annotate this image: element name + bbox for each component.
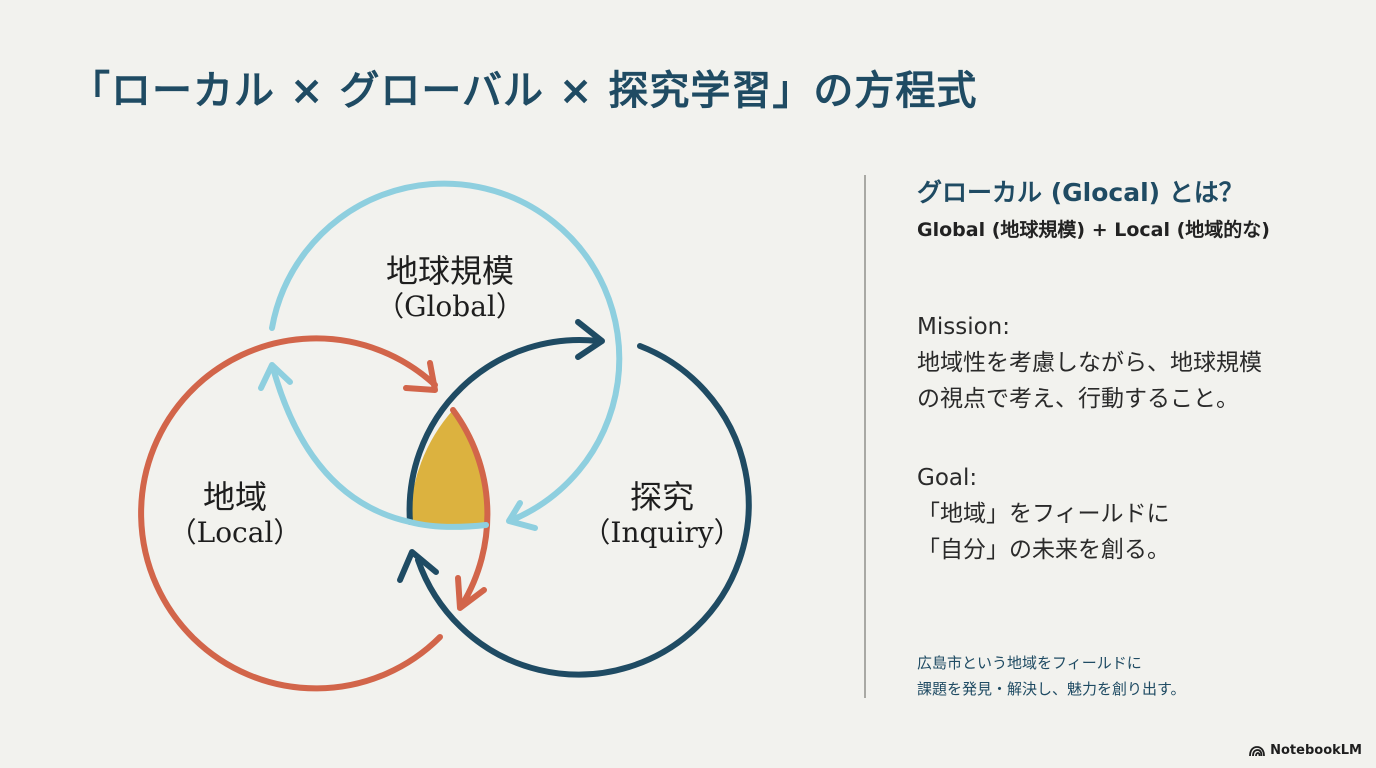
page-title: 「ローカル × グローバル × 探究学習」の方程式: [70, 68, 978, 114]
local-label-jp: 地域: [202, 478, 267, 516]
venn-diagram: 地球規模 （Global） 地域 （Local） 探究 （Inquiry）: [138, 180, 752, 692]
footnote-line: 広島市という地域をフィールドに: [917, 654, 1142, 672]
global-circle-label: 地球規模 （Global）: [350, 252, 550, 324]
glocal-definition-panel: グローカル (Glocal) とは？ Global (地球規模) + Local…: [917, 175, 1357, 245]
notebooklm-logo-icon: [1249, 745, 1266, 756]
mission-block: Mission: 地域性を考慮しながら、地球規模 の視点で考え、行動すること。: [917, 309, 1262, 417]
footnote-line: 課題を発見・解決し、魅力を創り出す。: [917, 680, 1186, 698]
brand-label: NotebookLM: [1270, 743, 1362, 758]
goal-line: 「自分」の未来を創る。: [917, 537, 1170, 563]
goal-block: Goal: 「地域」をフィールドに 「自分」の未来を創る。: [917, 460, 1170, 568]
intersection-region: [410, 410, 487, 526]
global-circle: [258, 180, 623, 531]
mission-line: 地域性を考慮しながら、地球規模: [917, 350, 1262, 376]
goal-line: 「地域」をフィールドに: [917, 501, 1170, 527]
inquiry-circle-label: 探究 （Inquiry）: [572, 478, 752, 550]
vertical-divider: [864, 175, 866, 698]
footnote: 広島市という地域をフィールドに 課題を発見・解決し、魅力を創り出す。: [917, 650, 1186, 702]
local-circle-label: 地域 （Local）: [150, 478, 320, 550]
inquiry-label-jp: 探究: [629, 478, 694, 516]
mission-line: の視点で考え、行動すること。: [917, 386, 1239, 412]
inquiry-circle: [397, 319, 752, 678]
notebooklm-brand: NotebookLM: [1249, 743, 1362, 758]
inquiry-label-en: （Inquiry）: [582, 516, 742, 550]
local-label-en: （Local）: [168, 516, 302, 550]
local-circle: [138, 335, 491, 692]
glocal-definition: Global (地球規模) + Local (地域的な): [917, 219, 1270, 241]
global-label-jp: 地球規模: [385, 252, 514, 290]
mission-heading: Mission:: [917, 314, 1010, 340]
goal-heading: Goal:: [917, 465, 978, 491]
venn-diagram-graphic: [138, 180, 752, 692]
global-label-en: （Global）: [376, 290, 524, 324]
glocal-heading: グローカル (Glocal) とは？: [917, 178, 1244, 207]
